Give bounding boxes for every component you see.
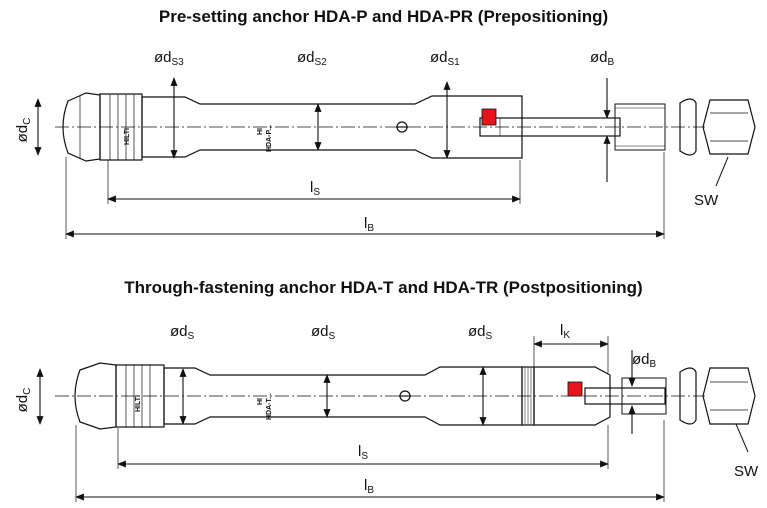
top-label-lb: lB xyxy=(364,215,374,234)
bottom-label-dc: ødC xyxy=(14,388,33,413)
bottom-label-db: ødB xyxy=(632,351,657,370)
bottom-label-ds-right: ødS xyxy=(468,323,493,342)
bottom-label-lb: lB xyxy=(364,477,374,496)
bottom-label-ds-left: ødS xyxy=(170,323,195,342)
svg-text:ødC: ødC xyxy=(14,388,33,413)
bottom-brand-stamp: HILTI xyxy=(135,395,142,412)
top-dimension-lines xyxy=(34,77,729,239)
bottom-dimension-lines xyxy=(36,336,749,502)
top-label-ls: lS xyxy=(310,179,320,198)
top-stamp-line1: HI xyxy=(257,128,264,135)
bottom-stamp-line2: HDA-T... xyxy=(266,393,273,420)
top-label-ds1: ødS1 xyxy=(430,49,460,68)
bottom-anchor-drawing xyxy=(55,362,756,430)
top-brand-stamp: HILTI xyxy=(124,128,131,145)
bottom-diagram-title: Through-fastening anchor HDA-T and HDA-T… xyxy=(124,278,643,297)
top-sleeve xyxy=(141,95,523,159)
bottom-label-ls: lS xyxy=(358,443,368,462)
top-label-ds3: ødS3 xyxy=(154,49,184,68)
bottom-washer xyxy=(679,367,697,425)
bottom-hex-nut xyxy=(702,367,756,425)
top-red-plug xyxy=(481,108,497,126)
top-threaded-rod xyxy=(479,117,621,137)
top-diagram-title: Pre-setting anchor HDA-P and HDA-PR (Pre… xyxy=(158,7,609,26)
top-label-db: ødB xyxy=(590,49,615,68)
bottom-label-lk: lK xyxy=(560,322,570,341)
svg-text:ødC: ødC xyxy=(14,118,33,143)
top-label-sw: SW xyxy=(694,192,719,209)
bottom-label-sw: SW xyxy=(734,463,759,480)
top-label-dc: ødC xyxy=(14,118,33,143)
top-label-ds2: ødS2 xyxy=(297,49,327,68)
bottom-threaded-rod xyxy=(584,387,666,405)
bottom-collar-body xyxy=(533,366,611,426)
top-hex-nut xyxy=(702,99,756,155)
top-stamp-line2: HDA-P... xyxy=(266,125,273,152)
bottom-label-ds-mid: ødS xyxy=(311,323,336,342)
bottom-red-plug xyxy=(567,381,583,397)
bottom-stamp-line1: HI xyxy=(257,398,264,405)
top-washer xyxy=(679,98,697,156)
top-anchor-drawing xyxy=(55,92,756,162)
